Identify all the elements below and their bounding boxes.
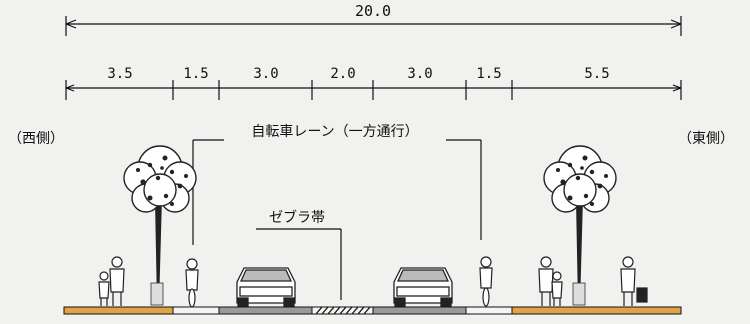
zebra-label: ゼブラ帯 (269, 209, 325, 226)
west-car (236, 267, 296, 307)
east-tree (543, 145, 617, 306)
west-carriageway (218, 306, 313, 315)
bike-lane-label-bg (224, 120, 446, 142)
road-surface (63, 306, 682, 315)
east-car (393, 267, 453, 307)
west-side-label: （西側） (8, 131, 64, 147)
east-side-label: （東側） (678, 131, 734, 147)
east-bike-lane (465, 306, 513, 315)
east-pedestrians (538, 256, 648, 306)
segment-label-west-sidewalk: 3.5 (107, 66, 132, 82)
segment-label-west-bike-lane: 1.5 (183, 66, 208, 82)
west-tree (123, 145, 197, 306)
west-cyclist (185, 258, 199, 308)
segment-label-zebra: 2.0 (330, 66, 355, 82)
segment-dimensions (65, 80, 682, 100)
total-width-label: 20.0 (355, 2, 391, 20)
segment-label-east-carriageway: 3.0 (407, 66, 432, 82)
east-cyclist (479, 256, 493, 307)
segment-label-east-sidewalk: 5.5 (584, 66, 609, 82)
west-sidewalk (63, 306, 174, 315)
west-pedestrians (98, 256, 125, 306)
zebra-hatch (315, 306, 371, 315)
bike-lane-label: 自転車レーン（一方通行） (251, 123, 418, 140)
segment-label-west-carriageway: 3.0 (253, 66, 278, 82)
zebra-leader (256, 228, 342, 300)
west-bike-lane (172, 306, 220, 315)
total-dimension (65, 16, 682, 36)
segment-label-east-bike-lane: 1.5 (476, 66, 501, 82)
east-carriageway (372, 306, 467, 315)
east-sidewalk (511, 306, 682, 315)
